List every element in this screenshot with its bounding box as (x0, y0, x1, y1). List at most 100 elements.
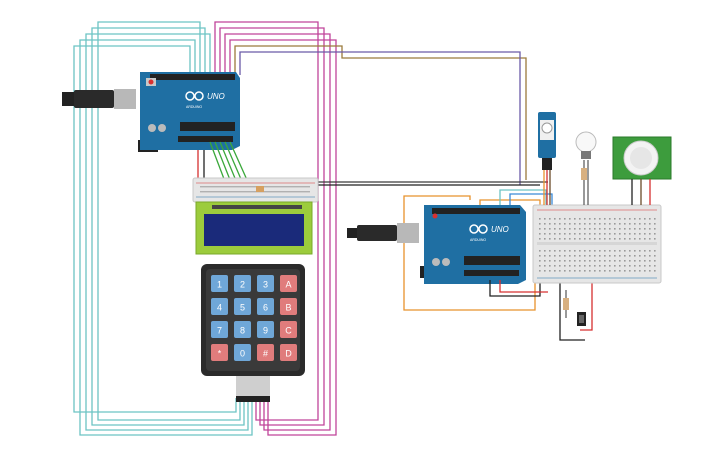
keypad-key (211, 275, 228, 292)
breadboard-hole (639, 270, 641, 272)
lcd-display (195, 201, 313, 255)
breadboard-hole (644, 260, 646, 262)
breadboard-hole (544, 265, 546, 267)
keypad-key-label: # (263, 349, 268, 359)
breadboard-hole (539, 255, 541, 257)
breadboard-hole (574, 228, 576, 230)
breadboard-hole (614, 228, 616, 230)
breadboard-hole (624, 238, 626, 240)
breadboard-hole (564, 270, 566, 272)
breadboard-hole (619, 270, 621, 272)
breadboard-hole (604, 270, 606, 272)
breadboard-hole (559, 255, 561, 257)
breadboard-hole (604, 228, 606, 230)
breadboard-hole (544, 260, 546, 262)
breadboard-hole (609, 265, 611, 267)
breadboard-hole (574, 260, 576, 262)
light-bulb-icon (575, 131, 597, 205)
pink-wire-bundle (214, 21, 337, 436)
breadboard-hole (609, 270, 611, 272)
keypad-key (257, 321, 274, 338)
breadboard-hole (629, 260, 631, 262)
breadboard-hole (569, 238, 571, 240)
infinity-logo-icon (469, 224, 488, 234)
breadboard-hole (604, 218, 606, 220)
breadboard-hole (554, 250, 556, 252)
breadboard-hole (569, 260, 571, 262)
breadboard-hole (649, 223, 651, 225)
breadboard-hole (594, 223, 596, 225)
breadboard-hole (634, 270, 636, 272)
breadboard-hole (629, 223, 631, 225)
breadboard-hole (554, 265, 556, 267)
potentiometer-icon (256, 186, 264, 192)
breadboard-hole (654, 228, 656, 230)
breadboard-hole (599, 233, 601, 235)
breadboard-hole (554, 228, 556, 230)
breadboard-hole (579, 238, 581, 240)
keypad-ribbon-cable (236, 376, 270, 396)
board-sub-text: ARDUINO (186, 105, 202, 109)
breadboard-hole (629, 250, 631, 252)
breadboard-hole (624, 218, 626, 220)
breadboard-hole (649, 255, 651, 257)
breadboard-hole (604, 260, 606, 262)
breadboard-hole (609, 233, 611, 235)
breadboard-hole (619, 238, 621, 240)
usb-connector-icon (114, 89, 136, 109)
breadboard-hole (584, 270, 586, 272)
breadboard-hole (594, 238, 596, 240)
breadboard-hole (634, 228, 636, 230)
breadboard-hole (619, 223, 621, 225)
breadboard-hole (604, 265, 606, 267)
cross-board-wires (234, 45, 548, 186)
breadboard-hole (539, 265, 541, 267)
breadboard-hole (599, 255, 601, 257)
breadboard-hole (549, 223, 551, 225)
breadboard-hole (564, 260, 566, 262)
pir-sensor (612, 136, 672, 205)
breadboard-hole (614, 255, 616, 257)
keypad-key-label: 7 (217, 326, 222, 336)
breadboard-hole (624, 233, 626, 235)
breadboard-hole (609, 228, 611, 230)
breadboard-hole (604, 255, 606, 257)
reset-button-icon (148, 79, 154, 85)
breadboard-hole (539, 238, 541, 240)
breadboard-hole (629, 228, 631, 230)
breadboard-hole (559, 265, 561, 267)
keypad-key (280, 321, 297, 338)
breadboard-hole (594, 218, 596, 220)
board-brand-text: UNO (491, 225, 509, 234)
breadboard-hole (564, 228, 566, 230)
keypad-key (280, 275, 297, 292)
breadboard-hole (594, 270, 596, 272)
breadboard-hole (564, 218, 566, 220)
breadboard-hole (624, 265, 626, 267)
lcd-screen (204, 214, 304, 246)
breadboard-hole (644, 265, 646, 267)
breadboard-hole (634, 250, 636, 252)
breadboard-hole (549, 250, 551, 252)
breadboard-hole (574, 238, 576, 240)
keypad-key-label: 8 (240, 326, 245, 336)
breadboard-hole (589, 270, 591, 272)
breadboard-hole (554, 223, 556, 225)
resistor-icon (581, 168, 587, 180)
breadboard-hole (619, 228, 621, 230)
breadboard-hole (619, 255, 621, 257)
breadboard-hole (639, 255, 641, 257)
breadboard-hole (559, 223, 561, 225)
keypad-key-label: 6 (263, 303, 268, 313)
breadboard-hole (569, 223, 571, 225)
breadboard-hole (639, 233, 641, 235)
keypad-key-label: 0 (240, 349, 245, 359)
breadboard-hole (609, 255, 611, 257)
breadboard-hole (614, 250, 616, 252)
breadboard-hole (649, 238, 651, 240)
breadboard-hole (589, 233, 591, 235)
breadboard-hole (549, 228, 551, 230)
breadboard-hole (614, 260, 616, 262)
breadboard-hole (599, 238, 601, 240)
